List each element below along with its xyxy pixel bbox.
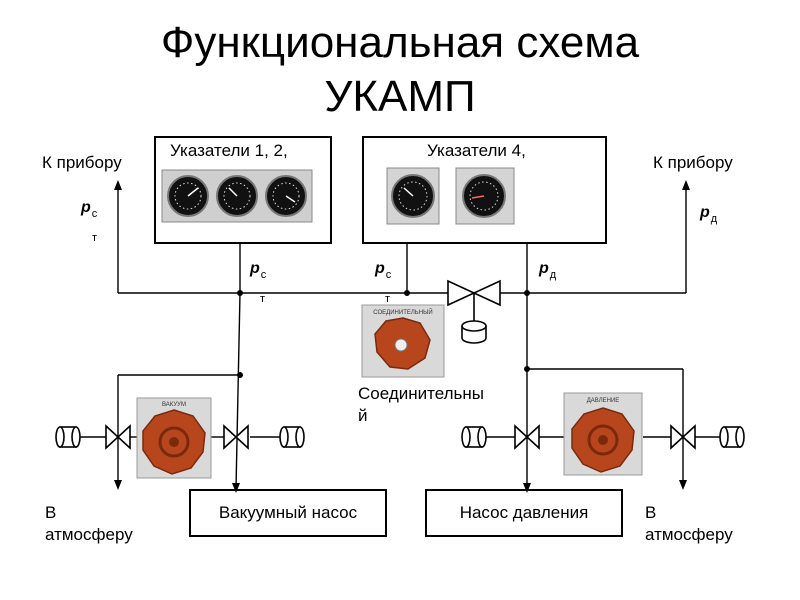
p-d-mid-label: рд bbox=[539, 259, 556, 285]
sub-s: с bbox=[260, 269, 267, 281]
gauge-panel-right-2-image bbox=[455, 167, 515, 225]
pressure-pump-label: Насос давления bbox=[459, 503, 589, 522]
connecting-knob-image bbox=[361, 304, 445, 378]
to-atmosphere-left-line2: атмосферу bbox=[45, 525, 133, 544]
connecting-label-tail: й bbox=[358, 406, 368, 425]
vacuum-main-line bbox=[235, 292, 241, 490]
valve-left-inner-icon bbox=[223, 424, 249, 450]
valve-left-outer-icon bbox=[105, 424, 131, 450]
pressure-knob-image bbox=[563, 392, 643, 476]
to-atmosphere-right-line2: атмосферу bbox=[645, 525, 733, 544]
sub-d: д bbox=[710, 213, 718, 225]
to-atmosphere-right-line1: В bbox=[645, 503, 657, 522]
sub-t: т bbox=[92, 232, 98, 244]
gauges-panel-left-image bbox=[161, 169, 313, 223]
connecting-valve-icon bbox=[447, 279, 501, 344]
vacuum-pump-box: Вакуумный насос bbox=[189, 489, 387, 537]
sub-s: с bbox=[91, 208, 98, 220]
indicators-left-label: Указатели 1, 2, bbox=[170, 141, 288, 160]
filter-left-inner-icon bbox=[279, 426, 305, 448]
gauge-icon bbox=[265, 175, 307, 217]
arrow-to-pressure-pump bbox=[523, 483, 531, 493]
filter-right-outer-icon bbox=[719, 426, 745, 448]
gauge-panel-right-1-image bbox=[386, 167, 440, 225]
valve-right-outer-icon bbox=[670, 424, 696, 450]
connecting-plate-text: СОЕДИНИТЕЛЬНЫЙ bbox=[373, 308, 432, 316]
title-line-1: Функциональная схема bbox=[160, 18, 640, 67]
title-line-2: УКАМП bbox=[324, 72, 476, 121]
junction-dot bbox=[524, 290, 530, 296]
p-symbol: р bbox=[539, 260, 549, 277]
vacuum-pump-label: Вакуумный насос bbox=[218, 503, 358, 522]
filter-left-outer-icon bbox=[55, 426, 81, 448]
p-d-right-label: рд bbox=[700, 203, 717, 229]
connecting-label: Соединительны bbox=[358, 384, 484, 403]
pressure-plate-text: ДАВЛЕНИЕ bbox=[587, 398, 620, 404]
arrow-to-vacuum-pump bbox=[232, 483, 240, 493]
p-symbol: р bbox=[81, 199, 91, 216]
junction-dot bbox=[404, 290, 410, 296]
p-symbol: р bbox=[375, 260, 385, 277]
arrow-left-device bbox=[114, 180, 122, 190]
sub-t: т bbox=[260, 293, 266, 305]
sub-s: с bbox=[385, 269, 392, 281]
gauge-icon bbox=[167, 175, 209, 217]
vacuum-knob-image bbox=[136, 397, 212, 479]
p-st-mid2-label: рс bbox=[375, 259, 391, 285]
pressure-pump-box: Насос давления bbox=[425, 489, 623, 537]
p-symbol: р bbox=[700, 204, 710, 221]
junction-dot bbox=[237, 290, 243, 296]
vacuum-plate-text: ВАКУУМ bbox=[162, 402, 186, 408]
indicators-right-label: Указатели 4, bbox=[427, 141, 526, 160]
to-atmosphere-left-line1: В bbox=[45, 503, 57, 522]
arrow-left-atmosphere bbox=[114, 480, 122, 490]
arrow-right-device bbox=[682, 180, 690, 190]
junction-dot bbox=[524, 366, 530, 372]
arrow-right-atmosphere bbox=[679, 480, 687, 490]
sub-d: д bbox=[549, 269, 557, 281]
p-st-mid1-label: рс bbox=[250, 259, 266, 285]
gauge-icon bbox=[216, 175, 258, 217]
p-st-left-label: рс bbox=[81, 198, 97, 224]
sub-t: т bbox=[385, 293, 391, 305]
p-symbol: р bbox=[250, 260, 260, 277]
valve-right-inner-icon bbox=[514, 424, 540, 450]
to-device-left-label: К прибору bbox=[42, 153, 122, 172]
junction-dot bbox=[237, 372, 243, 378]
to-device-right-label: К прибору bbox=[653, 153, 733, 172]
filter-right-inner-icon bbox=[461, 426, 487, 448]
